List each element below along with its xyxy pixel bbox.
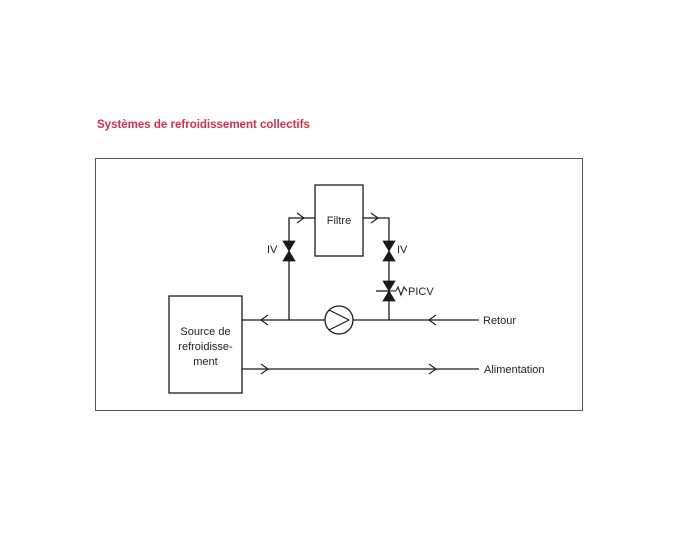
flow-arrow-to-filter [296, 212, 305, 224]
isolation-valve-right-icon [382, 240, 396, 262]
diagram-title: Systèmes de refroidissement collectifs [97, 119, 310, 131]
supply-label: Alimentation [484, 364, 545, 376]
isolation-valve-left-icon [282, 240, 296, 262]
pump-icon [324, 305, 354, 335]
isolation-valve-right-label: IV [397, 244, 408, 256]
bypass-left-branch [288, 217, 315, 320]
filter-box [314, 184, 364, 257]
cooling-source-label-line3: ment [193, 356, 217, 368]
cooling-source-box [168, 295, 243, 394]
pump-arrow [328, 309, 350, 331]
diagram-frame [95, 158, 583, 411]
filter-label: Filtre [327, 215, 351, 227]
picv-actuator-icon [389, 285, 408, 297]
bypass-right-branch [363, 217, 390, 320]
flow-arrow-from-filter [370, 212, 379, 224]
picv-label: PICV [408, 286, 434, 298]
flow-arrow-return-in [428, 314, 437, 326]
flow-arrow-supply-start [260, 363, 269, 375]
cooling-source-label-line2: refroidisse- [178, 341, 233, 353]
return-label: Retour [483, 315, 516, 327]
flow-arrow-to-source [260, 314, 269, 326]
isolation-valve-left-label: IV [267, 244, 278, 256]
cooling-source-label-line1: Source de [180, 326, 230, 338]
flow-arrow-supply-out [428, 363, 437, 375]
